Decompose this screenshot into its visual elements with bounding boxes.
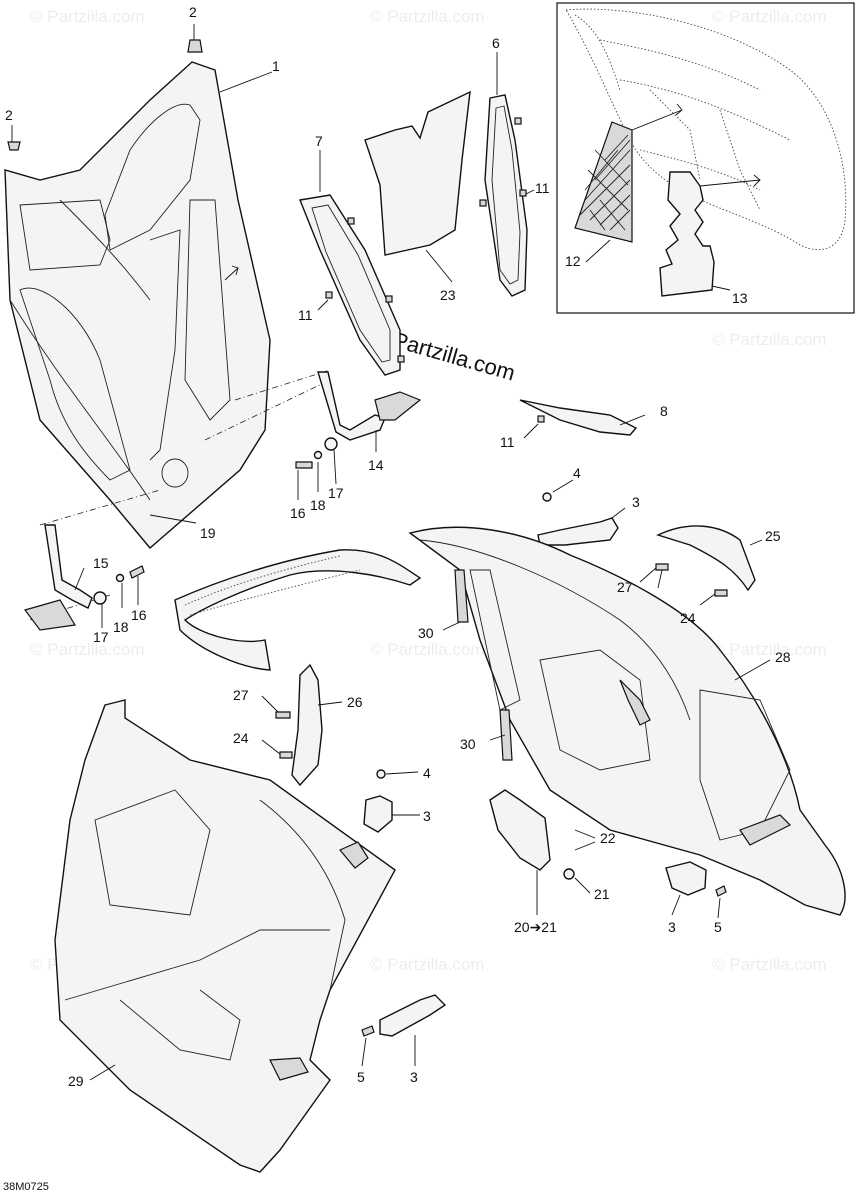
side-panel-29: [54, 699, 396, 1173]
inset-arrow: [699, 174, 761, 187]
callout-5: 5: [714, 919, 722, 935]
watermark: © Partzilla.com: [712, 640, 827, 659]
callout-5: 5: [357, 1069, 365, 1085]
watermark: © Partzilla.com: [370, 640, 485, 659]
clip-2: [187, 39, 203, 53]
callout-21: 21: [594, 886, 610, 902]
callout-3: 3: [632, 494, 640, 510]
handle-3: [363, 795, 393, 833]
handle-3: [665, 861, 707, 896]
screw-5: [715, 885, 727, 897]
callout-16: 16: [131, 607, 147, 623]
callout-15: 15: [93, 555, 109, 571]
callout-8: 8: [660, 403, 668, 419]
foam-pad-12: [574, 121, 633, 243]
screw-24: [714, 589, 728, 597]
vent-frame-6: [479, 94, 528, 297]
callout-3: 3: [410, 1069, 418, 1085]
callout-1: 1: [272, 58, 280, 74]
callout-2: 2: [189, 4, 197, 20]
watermark: © Partzilla.com: [712, 955, 827, 974]
callout-24: 24: [680, 610, 696, 626]
watermark: © Partzilla.com: [712, 7, 827, 26]
callout-27: 27: [233, 687, 249, 703]
handle-3: [537, 492, 619, 546]
drawing-code: 38M0725: [3, 1181, 49, 1193]
callout-13: 13: [732, 290, 748, 306]
callout-17: 17: [328, 485, 344, 501]
callout-labels: 1 2 2 6 7 11 11 11 23 12 13 8 14 16 18 1…: [5, 4, 791, 1089]
callout-14: 14: [368, 457, 384, 473]
inset-frame: [556, 2, 855, 314]
screw-27: [655, 563, 669, 571]
callout-2: 2: [5, 107, 13, 123]
callout-7: 7: [315, 133, 323, 149]
callout-30: 30: [418, 625, 434, 641]
callout-24: 24: [233, 730, 249, 746]
callout-18: 18: [113, 619, 129, 635]
callout-11: 11: [500, 434, 515, 450]
screw-27: [275, 711, 291, 719]
bracket-20: [489, 789, 551, 871]
deflector-8: [519, 399, 638, 436]
side-trim-25: [656, 525, 756, 592]
upper-hood-1: [4, 61, 271, 549]
screw-24: [279, 751, 293, 759]
callout-27: 27: [617, 579, 633, 595]
foam-panel-23: [364, 90, 471, 256]
side-panel-28: [408, 526, 846, 916]
callout-26: 26: [347, 694, 363, 710]
callout-20-21: 20➔21: [514, 919, 557, 935]
callout-23: 23: [440, 287, 456, 303]
clip-2: [7, 141, 21, 151]
callout-4: 4: [573, 465, 581, 481]
callout-30: 30: [460, 736, 476, 752]
callout-28: 28: [775, 649, 791, 665]
watermark: © Partzilla.com: [30, 7, 145, 26]
bracket-14: [295, 371, 422, 469]
assembly-line: [29, 369, 331, 621]
handle-3: [379, 994, 447, 1037]
nut-21: [563, 868, 575, 880]
plug-4: [376, 769, 386, 779]
callout-6: 6: [492, 35, 500, 51]
callout-3: 3: [423, 808, 431, 824]
vent-frame-7: [299, 194, 405, 376]
leader-lines: [11, 24, 771, 1081]
callout-3: 3: [668, 919, 676, 935]
callout-16: 16: [290, 505, 306, 521]
foam-pad-13: [659, 171, 715, 297]
callout-22: 22: [600, 830, 616, 846]
callout-17: 17: [93, 629, 109, 645]
bracket-15: [23, 524, 145, 631]
watermark: © Partzilla.com: [712, 330, 827, 349]
middle-frame: [174, 549, 422, 671]
screw-5: [361, 1025, 375, 1037]
callout-11: 11: [298, 307, 313, 323]
inset-arrow: [631, 103, 683, 131]
callout-19: 19: [200, 525, 216, 541]
callout-25: 25: [765, 528, 781, 544]
callout-11: 11: [535, 180, 550, 196]
callout-4: 4: [423, 765, 431, 781]
watermark: © Partzilla.com: [30, 640, 145, 659]
side-trim-26: [291, 663, 323, 787]
clip-11: [537, 415, 545, 423]
callout-12: 12: [565, 253, 581, 269]
callout-29: 29: [68, 1073, 84, 1089]
callout-18: 18: [310, 497, 326, 513]
watermark: © Partzilla.com: [370, 955, 485, 974]
watermark: © Partzilla.com: [370, 7, 485, 26]
